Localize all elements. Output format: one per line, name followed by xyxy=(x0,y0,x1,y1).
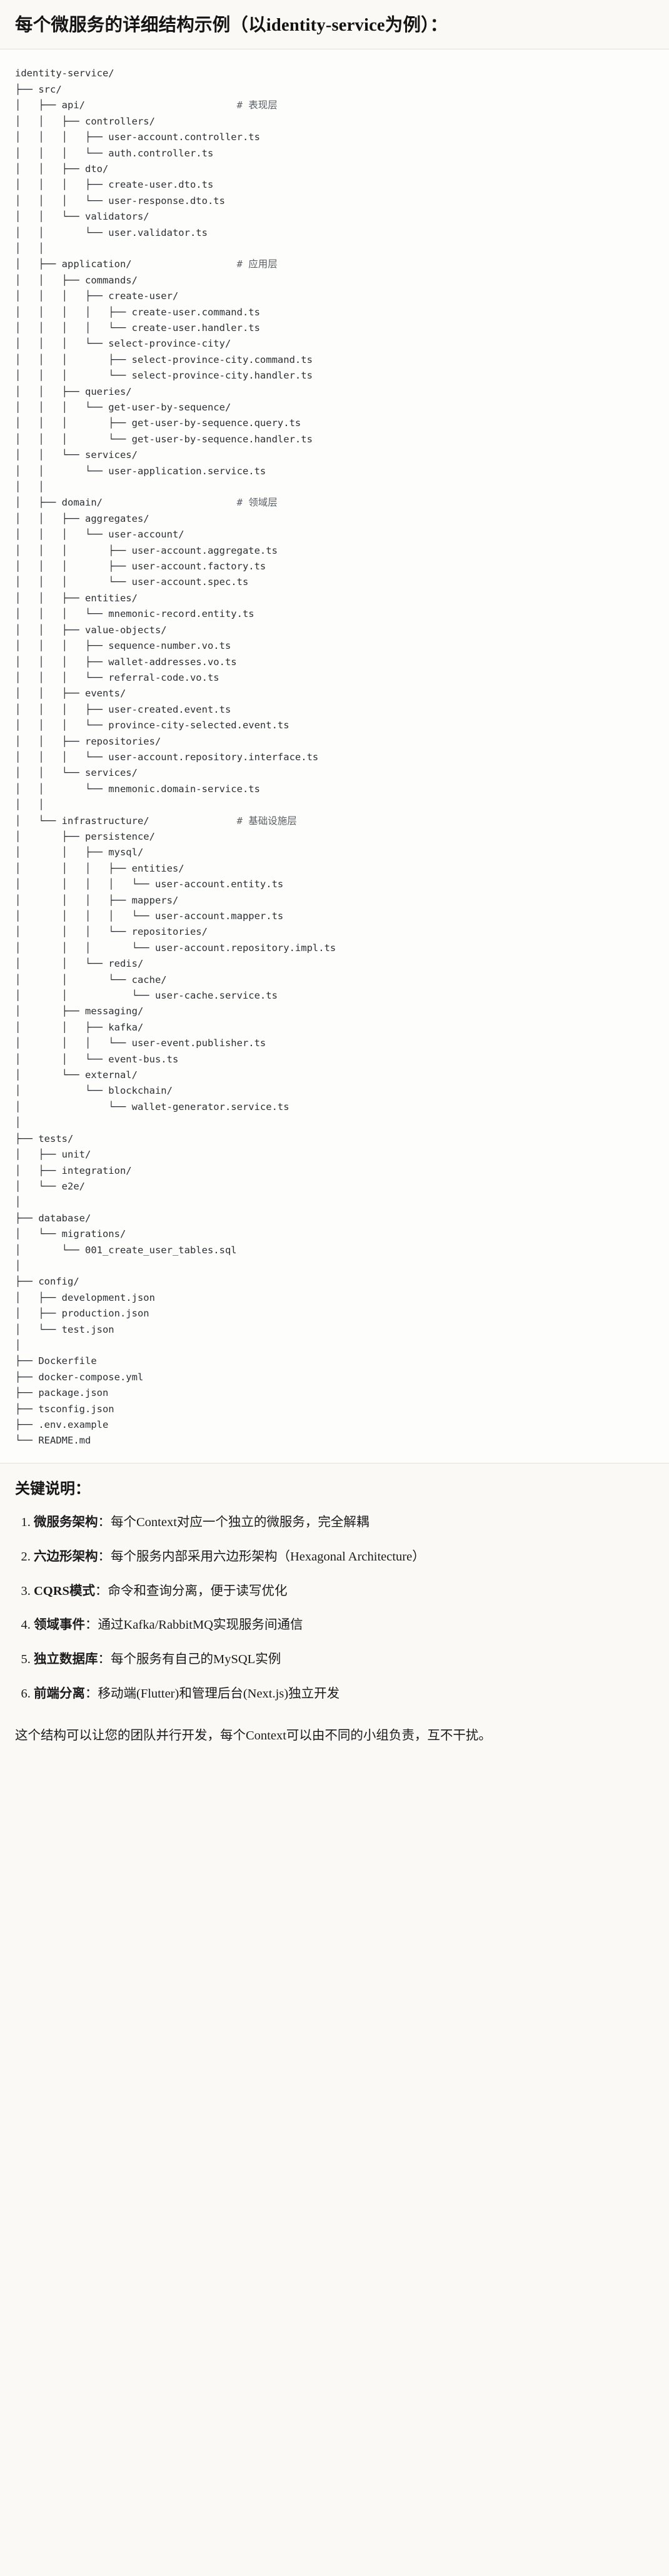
key-note-separator: ： xyxy=(94,1584,108,1598)
key-note-item: 微服务架构：每个Context对应一个独立的微服务，完全解耦 xyxy=(34,1513,654,1532)
document-page: 每个微服务的详细结构示例（以identity-service为例）： ident… xyxy=(0,0,669,1761)
key-note-separator: ： xyxy=(98,1652,111,1666)
key-note-item: CQRS模式：命令和查询分离，便于读写优化 xyxy=(34,1582,654,1601)
key-note-description: 每个服务内部采用六边形架构（Hexagonal Architecture） xyxy=(111,1549,425,1564)
key-note-term: 独立数据库 xyxy=(34,1652,98,1666)
directory-tree: identity-service/ ├── src/ │ ├── api/ # … xyxy=(15,68,336,1447)
tree-layer-comment: # 应用层 xyxy=(236,258,278,270)
key-note-item: 六边形架构：每个服务内部采用六边形架构（Hexagonal Architectu… xyxy=(34,1547,654,1567)
key-notes-list: 微服务架构：每个Context对应一个独立的微服务，完全解耦六边形架构：每个服务… xyxy=(15,1513,654,1704)
key-note-term: 前端分离 xyxy=(34,1686,85,1701)
key-note-description: 移动端(Flutter)和管理后台(Next.js)独立开发 xyxy=(98,1686,340,1701)
key-note-description: 每个Context对应一个独立的微服务，完全解耦 xyxy=(111,1515,370,1529)
key-note-item: 前端分离：移动端(Flutter)和管理后台(Next.js)独立开发 xyxy=(34,1684,654,1704)
key-notes-title: 关键说明： xyxy=(15,1480,90,1497)
key-note-description: 每个服务有自己的MySQL实例 xyxy=(111,1652,281,1666)
key-note-separator: ： xyxy=(85,1686,98,1701)
tree-layer-comment: # 领域层 xyxy=(236,497,278,509)
document-header: 每个微服务的详细结构示例（以identity-service为例）： xyxy=(0,0,669,50)
key-notes-section: 关键说明： 微服务架构：每个Context对应一个独立的微服务，完全解耦六边形架… xyxy=(0,1463,669,1724)
key-note-term: 六边形架构 xyxy=(34,1549,98,1564)
page-title: 每个微服务的详细结构示例（以identity-service为例）： xyxy=(15,16,448,35)
key-note-separator: ： xyxy=(98,1549,111,1564)
key-note-item: 独立数据库：每个服务有自己的MySQL实例 xyxy=(34,1650,654,1669)
key-note-term: CQRS模式 xyxy=(34,1584,95,1598)
key-note-item: 领域事件：通过Kafka/RabbitMQ实现服务间通信 xyxy=(34,1616,654,1635)
closing-paragraph: 这个结构可以让您的团队并行开发，每个Context可以由不同的小组负责，互不干扰… xyxy=(0,1723,669,1762)
key-note-term: 领域事件 xyxy=(34,1618,85,1632)
tree-layer-comment: # 表现层 xyxy=(236,99,278,111)
directory-tree-block: identity-service/ ├── src/ │ ├── api/ # … xyxy=(0,49,669,1464)
key-note-description: 通过Kafka/RabbitMQ实现服务间通信 xyxy=(98,1618,303,1632)
key-note-separator: ： xyxy=(98,1515,111,1529)
key-note-separator: ： xyxy=(85,1618,98,1632)
tree-layer-comment: # 基础设施层 xyxy=(236,815,297,827)
key-note-description: 命令和查询分离，便于读写优化 xyxy=(108,1584,288,1598)
key-note-term: 微服务架构 xyxy=(34,1515,98,1529)
